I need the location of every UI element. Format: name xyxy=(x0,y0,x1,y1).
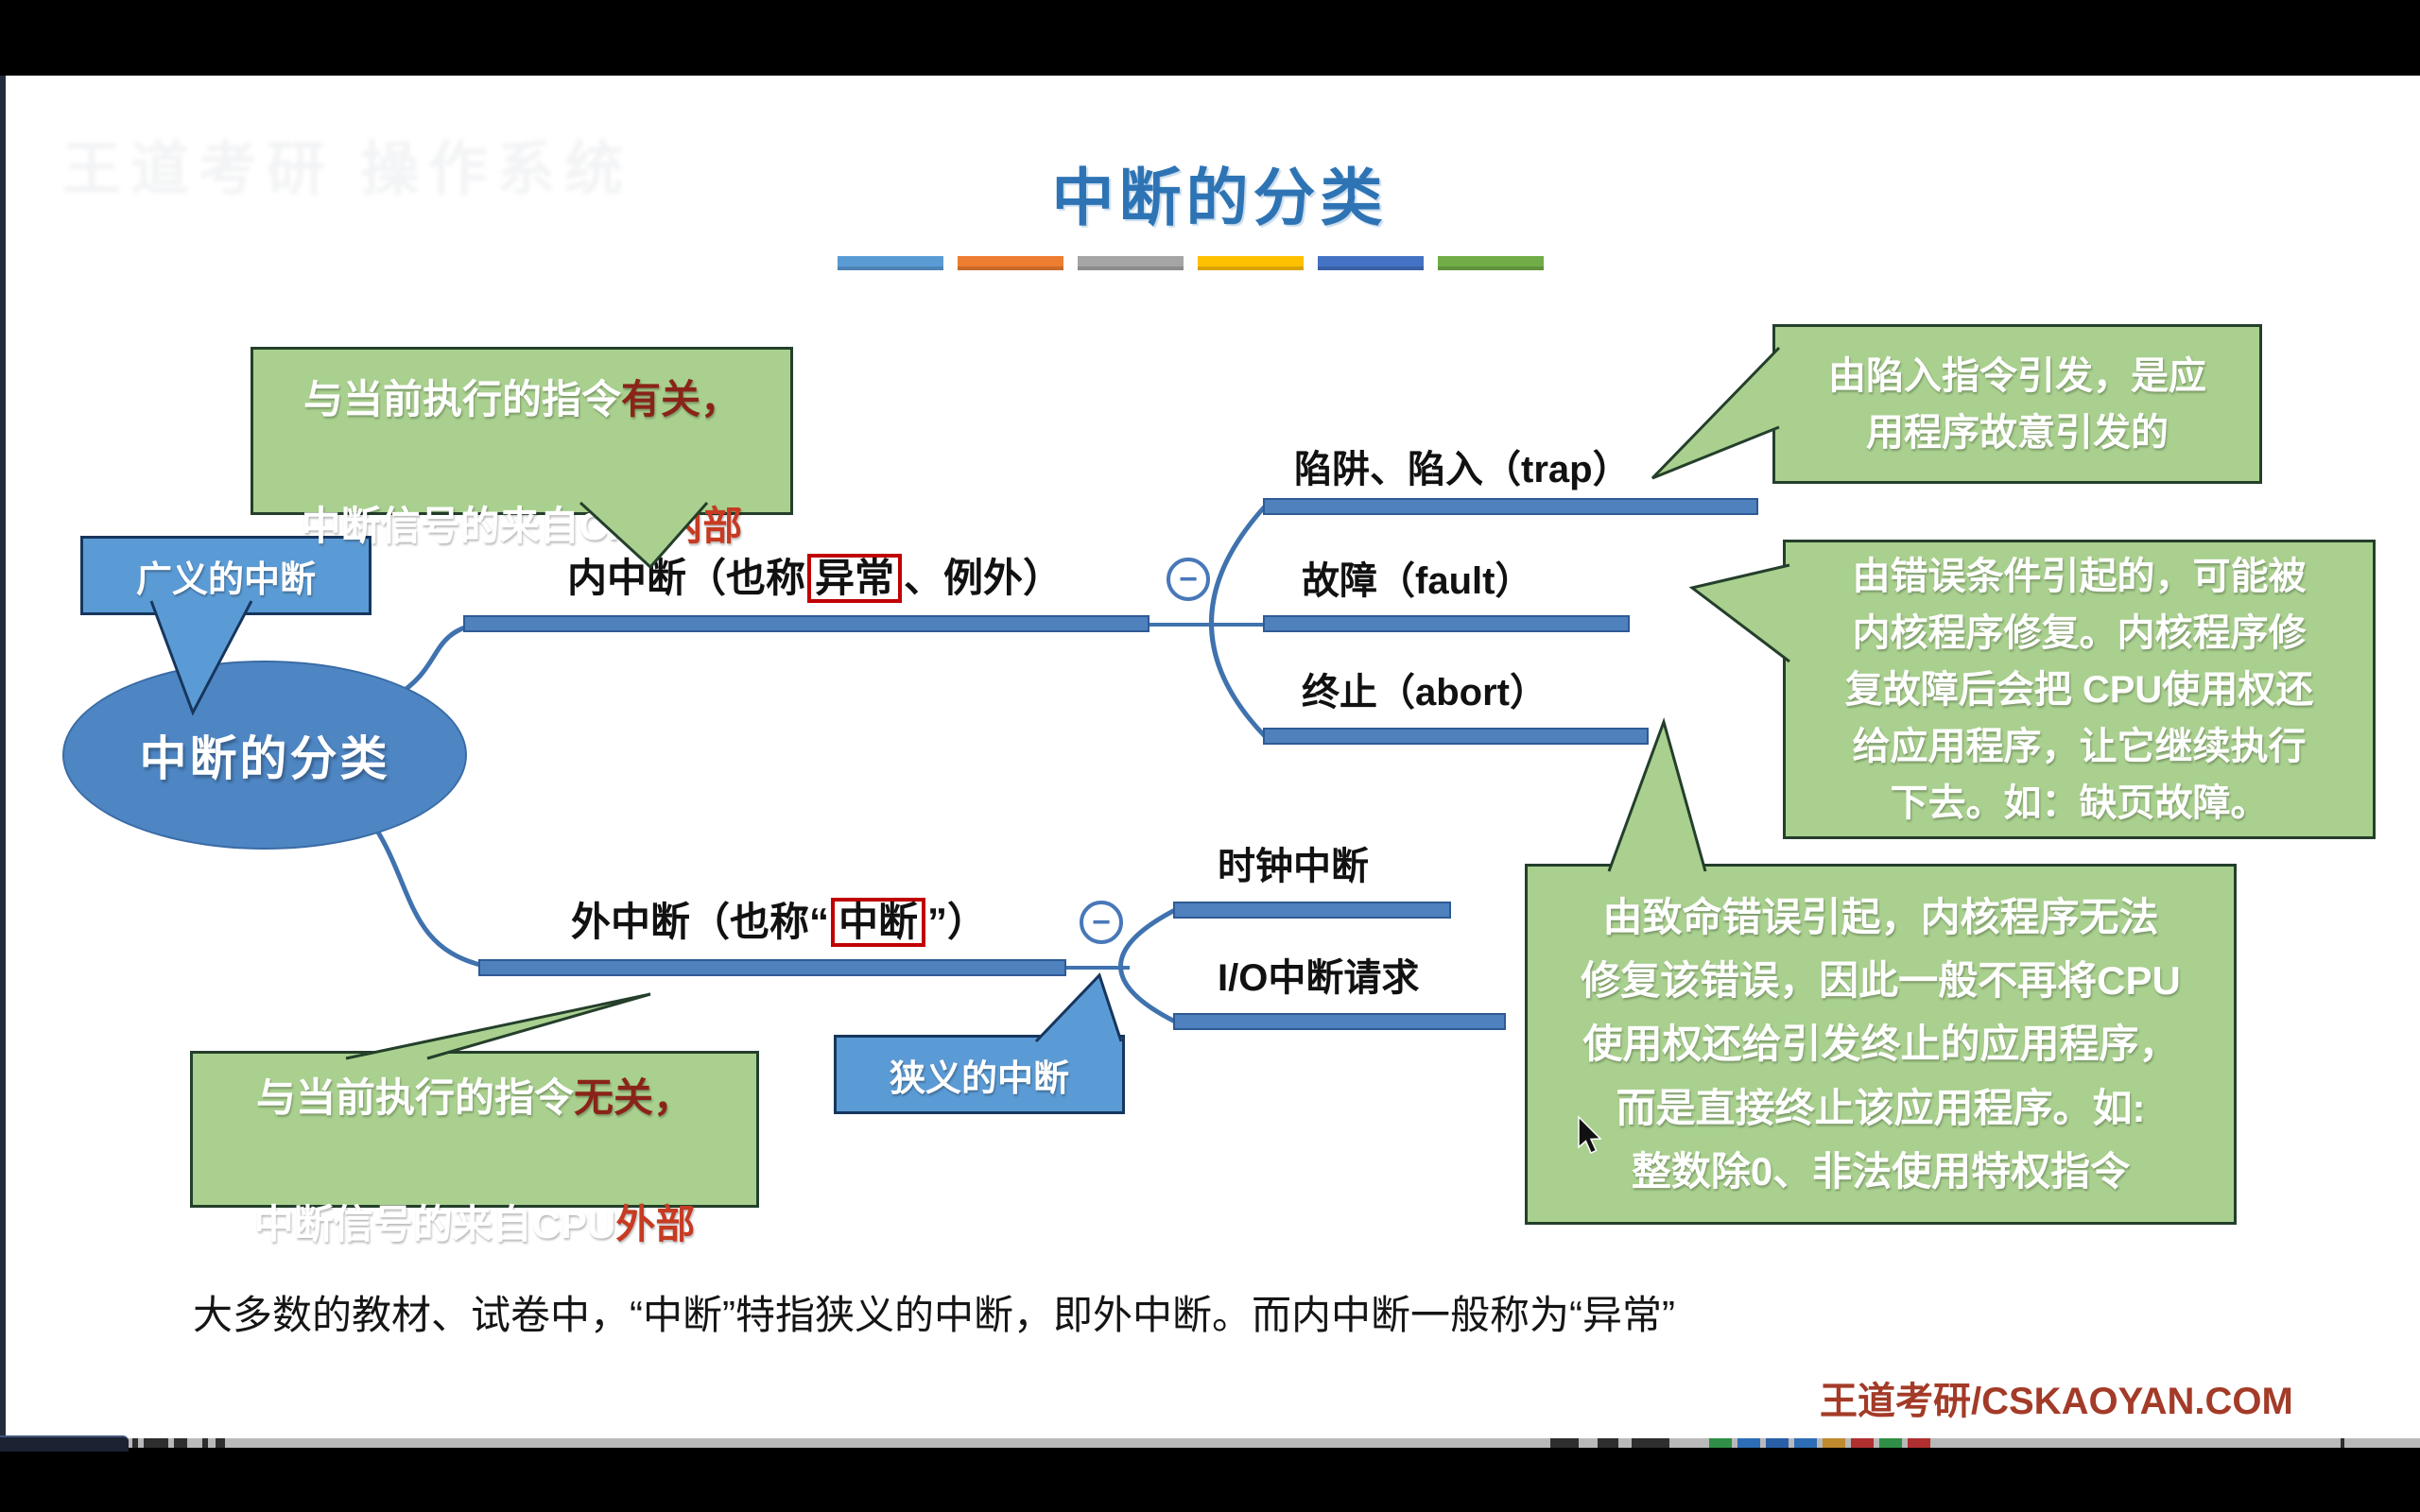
title-decoration-bars xyxy=(838,256,1544,270)
io-interrupt-label: I/O中断请求 xyxy=(1218,957,1420,999)
deco-bar-gray xyxy=(1078,256,1184,270)
taskbar-icon-sliver[interactable] xyxy=(132,1438,138,1448)
taskbar-icon-sliver[interactable] xyxy=(1632,1438,1669,1448)
red-emphasis-box: 中断 xyxy=(831,898,926,948)
external-interrupt-callout: 与当前执行的指令无关， 中断信号的来自CPU外部 xyxy=(190,1051,759,1246)
taskbar-app-icon[interactable] xyxy=(1851,1438,1874,1448)
deco-bar-green xyxy=(1438,256,1544,270)
letterbox-top xyxy=(0,0,2420,76)
collapse-toggle-internal[interactable]: − xyxy=(1167,558,1210,601)
external-branch-bar xyxy=(478,959,1066,976)
external-interrupt-callout-text: 与当前执行的指令无关， 中断信号的来自CPU外部 xyxy=(254,1003,696,1257)
taskbar-app-icon[interactable] xyxy=(1879,1438,1902,1448)
taskbar-icon-sliver[interactable] xyxy=(174,1438,187,1448)
fault-callout: 由错误条件引起的，可能被 内核程序修复。内核程序修 复故障后会把 CPU使用权还… xyxy=(1783,540,2376,839)
minus-icon: − xyxy=(1179,561,1198,597)
clock-interrupt-label: 时钟中断 xyxy=(1218,846,1369,887)
callout-text-segment: 中断信号的来自CPU xyxy=(301,504,664,549)
taskbar-app-icon[interactable] xyxy=(1737,1438,1760,1448)
letterbox-bottom xyxy=(0,1448,2420,1512)
internal-interrupt-callout: 与当前执行的指令有关， 中断信号的来自CPU内部 xyxy=(251,347,793,548)
internal-branch-bar xyxy=(463,615,1150,632)
callout-highlight: 内部 xyxy=(663,504,743,549)
trap-label: 陷阱、陷入（trap） xyxy=(1294,449,1631,490)
collapse-toggle-external[interactable]: − xyxy=(1080,901,1123,944)
deco-bar-darkblue xyxy=(1318,256,1424,270)
abort-label: 终止（abort） xyxy=(1302,672,1547,713)
root-node-ellipse: 中断的分类 xyxy=(62,661,467,850)
internal-interrupt-callout-text: 与当前执行的指令有关， 中断信号的来自CPU内部 xyxy=(302,304,743,558)
fault-branch-bar xyxy=(1263,615,1630,632)
mouse-cursor xyxy=(1578,1115,1602,1154)
label-text: 异常 xyxy=(815,556,895,600)
fault-label: 故障（fault） xyxy=(1302,560,1533,602)
callout-highlight: 有关， xyxy=(620,376,740,421)
taskbar-icon-sliver[interactable] xyxy=(202,1438,208,1448)
taskbar-icon-sliver[interactable] xyxy=(1550,1438,1579,1448)
callout-text-segment: 中断信号的来自CPU xyxy=(253,1202,616,1247)
taskbar-icon-sliver[interactable] xyxy=(2341,1438,2344,1448)
watermark-text: 王道考研 操作系统 xyxy=(62,137,633,202)
callout-highlight: 外部 xyxy=(615,1202,696,1247)
callout-highlight: 无关， xyxy=(573,1074,693,1120)
deco-bar-blue xyxy=(838,256,943,270)
narrow-interrupt-tag: 狭义的中断 xyxy=(834,1035,1125,1114)
label-text: 外中断（也称“ xyxy=(571,900,830,944)
taskbar-app-icon[interactable] xyxy=(1709,1438,1732,1448)
red-emphasis-box: 异常 xyxy=(807,554,903,604)
io-branch-bar xyxy=(1173,1013,1506,1030)
deco-bar-orange xyxy=(958,256,1063,270)
deco-bar-yellow xyxy=(1198,256,1304,270)
clock-branch-bar xyxy=(1173,902,1451,919)
abort-branch-bar xyxy=(1263,728,1649,745)
cursor-arrow xyxy=(1578,1115,1602,1154)
label-text: 、例外） xyxy=(904,556,1063,600)
footer-note: 大多数的教材、试卷中，“中断”特指狭义的中断，即外中断。而内中断一般称为“异常” xyxy=(193,1293,1675,1337)
trap-callout: 由陷入指令引发，是应 用程序故意引发的 xyxy=(1772,324,2262,484)
taskbar-app-icon[interactable] xyxy=(1823,1438,1845,1448)
taskbar-icon-sliver[interactable] xyxy=(144,1438,168,1448)
left-edge-line xyxy=(0,76,6,1440)
label-text: 中断 xyxy=(838,900,919,944)
brand-watermark: 王道考研/CSKAOYAN.COM xyxy=(1820,1381,2293,1422)
callout-text-segment: 与当前执行的指令 xyxy=(302,376,621,421)
taskbar-app-icon[interactable] xyxy=(1908,1438,1930,1448)
taskbar-app-icon[interactable] xyxy=(1794,1438,1817,1448)
trap-branch-bar xyxy=(1263,498,1758,515)
background-window-corner xyxy=(0,1435,129,1452)
taskbar-app-icon[interactable] xyxy=(1766,1438,1789,1448)
label-text: 内中断（也称 xyxy=(567,556,806,600)
taskbar-sliver[interactable] xyxy=(0,1438,2420,1448)
slide-title: 中断的分类 xyxy=(1051,161,1388,234)
external-interrupt-label: 外中断（也称“中断”） xyxy=(571,890,987,948)
minus-icon: − xyxy=(1092,904,1111,940)
internal-interrupt-label: 内中断（也称异常、例外） xyxy=(567,546,1063,604)
taskbar-icon-sliver[interactable] xyxy=(1598,1438,1618,1448)
abort-callout: 由致命错误引起，内核程序无法 修复该错误，因此一般不再将CPU 使用权还给引发终… xyxy=(1525,864,2237,1225)
callout-text-segment: 与当前执行的指令 xyxy=(255,1074,574,1120)
label-text: ”） xyxy=(927,900,988,944)
taskbar-icon-sliver[interactable] xyxy=(216,1438,225,1448)
